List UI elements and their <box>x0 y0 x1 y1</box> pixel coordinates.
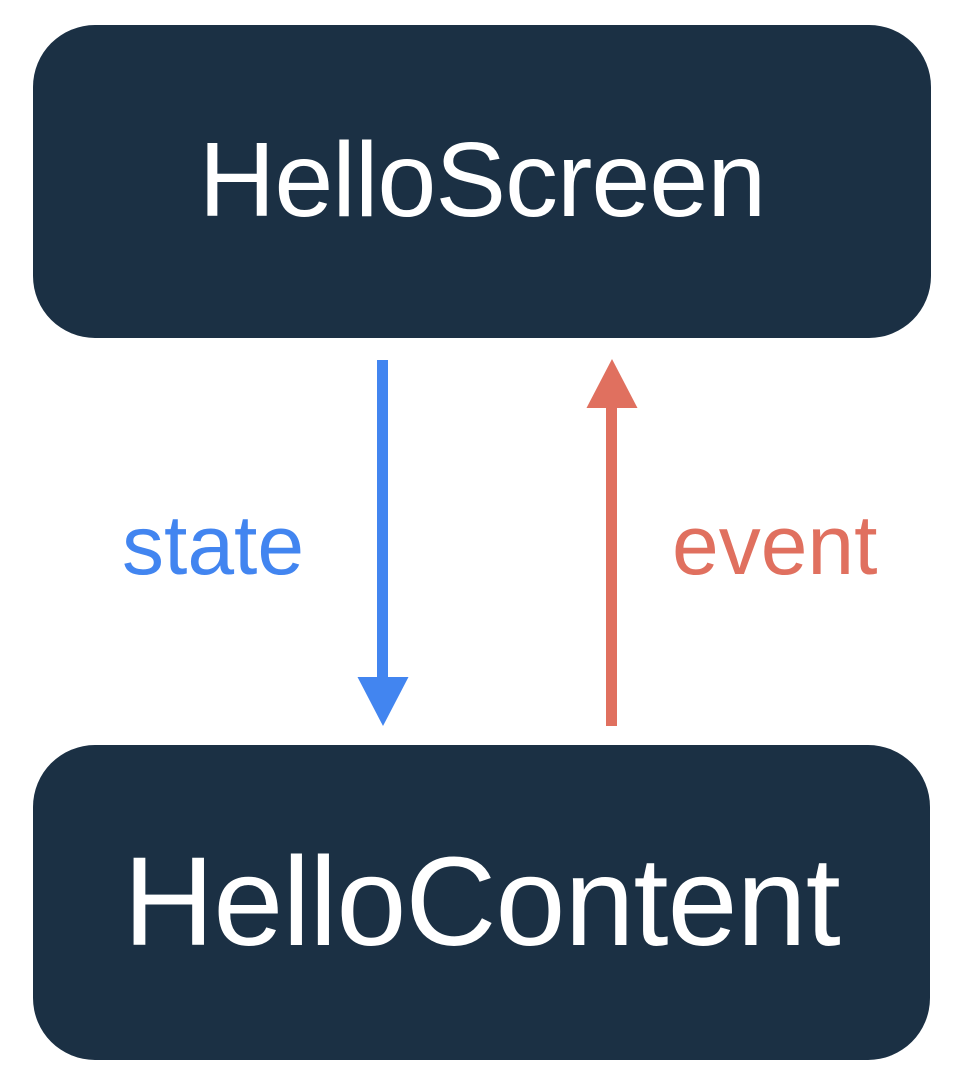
node-hello-content-label: HelloContent <box>123 830 840 972</box>
node-hello-screen[interactable]: HelloScreen <box>33 25 931 338</box>
edge-label-state: state <box>122 498 305 592</box>
node-hello-content[interactable]: HelloContent <box>33 745 930 1060</box>
node-hello-screen-label: HelloScreen <box>198 120 766 239</box>
state-arrow-down <box>357 360 409 726</box>
event-arrow-up <box>586 359 638 726</box>
edge-label-event: event <box>672 498 878 592</box>
